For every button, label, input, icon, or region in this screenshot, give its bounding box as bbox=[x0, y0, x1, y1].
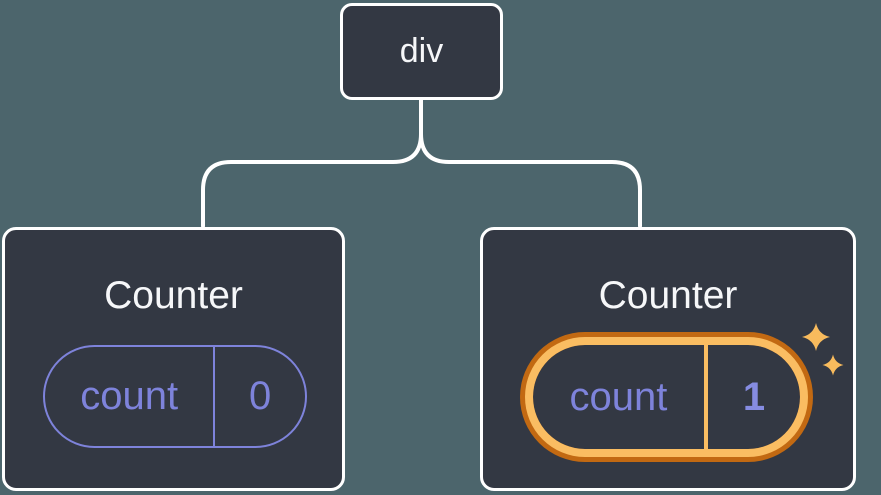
counter-title-right: Counter bbox=[598, 274, 738, 317]
state-key-label: count bbox=[45, 347, 216, 446]
sparkles-icon bbox=[802, 323, 844, 376]
counter-title-left: Counter bbox=[104, 274, 243, 317]
state-pill-left: count 0 bbox=[43, 345, 307, 448]
counter-card-right: Counter count 1 bbox=[480, 227, 856, 491]
state-value: 1 bbox=[742, 374, 766, 419]
root-node-div: div bbox=[340, 3, 503, 100]
state-value: 0 bbox=[249, 374, 272, 418]
root-node-label: div bbox=[399, 32, 444, 70]
state-pill-highlighted: count 1 bbox=[533, 345, 800, 449]
counter-card-left: Counter count 0 bbox=[2, 227, 345, 491]
sparkle-large bbox=[802, 323, 830, 351]
sparkle-small bbox=[822, 354, 844, 376]
connector-left-branch bbox=[201, 97, 423, 228]
connector-right-branch bbox=[419, 97, 642, 228]
state-key-label: count bbox=[533, 345, 708, 449]
